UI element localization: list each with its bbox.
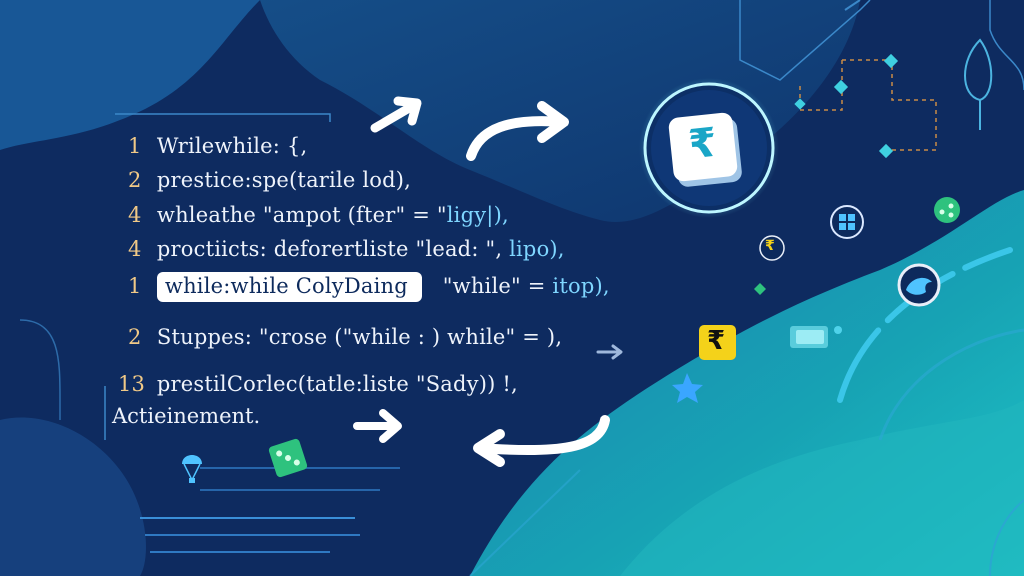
code-string: lipo), — [509, 237, 565, 261]
rupee-tile: ₹ — [667, 111, 739, 183]
highlighted-code: while:while ColyDaing — [156, 272, 422, 302]
code-line: 1 Wrilewhile: {, — [128, 134, 307, 158]
line-number: 13 — [118, 372, 146, 396]
line-number: 2 — [128, 168, 142, 192]
rupee-coin-icon: ₹ — [660, 99, 758, 197]
rupee-tile-icon: ₹ — [707, 326, 726, 356]
arrow-icon — [370, 96, 422, 133]
code-line: 4 proctiicts: deforertliste "lead: ", li… — [128, 237, 565, 261]
footer-caption: Actieinement. — [112, 404, 261, 428]
curved-arrow-icon — [466, 101, 569, 161]
return-arrow-icon — [473, 415, 610, 467]
code-line: 2 prestice:spe(tarile lod), — [128, 168, 411, 192]
line-number: 4 — [128, 203, 142, 227]
code-text: whleathe "ampot (fter" = " — [156, 203, 447, 227]
code-string: itop), — [552, 274, 610, 298]
line-number: 4 — [128, 237, 142, 261]
code-text: Stuppes: "crose ("while : ) while" = ), — [156, 325, 563, 349]
code-text: "while" = — [442, 274, 553, 298]
code-line: 1 while:while ColyDaing "while" = itop), — [128, 272, 610, 302]
code-text: Wrilewhile: {, — [156, 134, 308, 158]
code-text: proctiicts: deforertliste "lead: ", — [156, 237, 510, 261]
small-arrow-icon — [596, 344, 623, 360]
code-line: 4 whleathe "ampot (fter" = "ligy|), — [128, 203, 509, 227]
rupee-icon: ₹ — [765, 238, 775, 254]
code-string: ligy|), — [446, 203, 509, 227]
line-number: 1 — [128, 274, 142, 298]
code-line: 2 Stuppes: "crose ("while : ) while" = )… — [128, 325, 562, 349]
line-number: 2 — [128, 325, 142, 349]
code-text: prestilCorlec(tatle:liste "Sady)) !, — [156, 372, 518, 396]
code-line: 13 prestilCorlec(tatle:liste "Sady)) !, — [118, 372, 518, 396]
line-number: 1 — [128, 134, 142, 158]
rupee-symbol: ₹ — [686, 119, 719, 169]
code-text: prestice:spe(tarile lod), — [156, 168, 412, 192]
arrow-right-icon — [353, 409, 402, 443]
